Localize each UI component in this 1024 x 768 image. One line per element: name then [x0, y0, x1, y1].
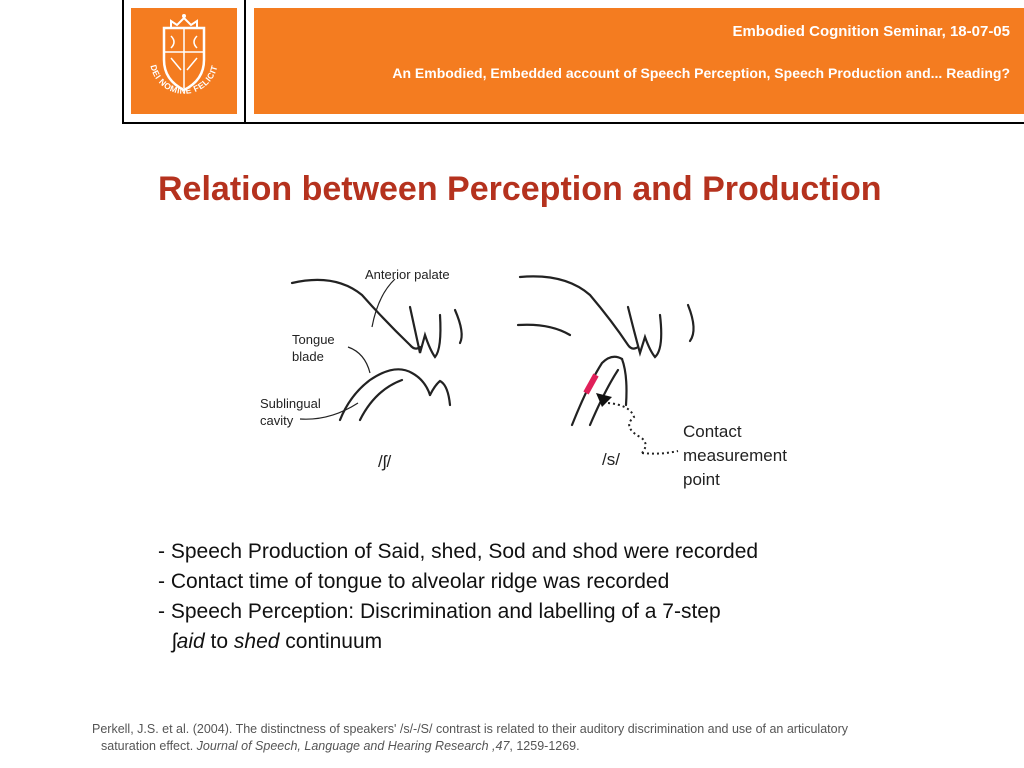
- s-tongue-line: [570, 355, 624, 427]
- reference-journal: Journal of Speech, Language and Hearing …: [196, 739, 510, 753]
- label-blade: blade: [292, 349, 324, 364]
- s-upper-teeth: [626, 305, 663, 359]
- articulation-figure: Anterior palate Tongue blade Sublingual …: [250, 255, 820, 505]
- header-frame-left-line: [122, 0, 124, 124]
- header-frame-divider-line: [244, 0, 246, 124]
- sublingual-leader: [299, 402, 359, 420]
- tongue-blade-leader: [347, 346, 371, 374]
- slide-title: Relation between Perception and Producti…: [158, 170, 882, 208]
- sh-lower-teeth: [428, 379, 452, 407]
- s-upper-lip: [686, 303, 695, 343]
- tongue-position-diagram: Anterior palate Tongue blade Sublingual …: [260, 267, 787, 489]
- contact-marker: [583, 373, 599, 395]
- university-logo: IN DEI NOMINE FELICITER: [131, 8, 237, 114]
- label-tongue: Tongue: [292, 332, 335, 347]
- continuum-start-word: aid: [176, 630, 205, 653]
- continuum-end-word: shed: [233, 630, 280, 653]
- esh-symbol: ʃ: [172, 630, 177, 653]
- label-cavity: cavity: [260, 413, 294, 428]
- bullet-item-perception: - Speech Perception: Discrimination and …: [158, 600, 721, 623]
- header-frame-bottom-line: [122, 122, 1024, 124]
- sh-upper-lip: [453, 308, 463, 345]
- label-measurement: measurement: [683, 446, 787, 465]
- continuum-to: to: [204, 630, 234, 653]
- reference-citation: Perkell, J.S. et al. (2004). The distinc…: [92, 721, 848, 755]
- contact-arrowhead-icon: [596, 393, 612, 407]
- sh-tongue-line: [338, 368, 432, 422]
- reference-line-2-start: saturation effect.: [101, 739, 197, 753]
- label-point: point: [683, 470, 720, 489]
- bullet-item-production: - Speech Production of Said, shed, Sod a…: [158, 540, 759, 563]
- contact-dotted-path: [607, 402, 647, 454]
- reference-line-2: saturation effect. Journal of Speech, La…: [92, 738, 848, 755]
- bullet-list: - Speech Production of Said, shed, Sod a…: [158, 537, 758, 657]
- sh-palate-line: [290, 278, 422, 350]
- header-event-info: Embodied Cognition Seminar, 18-07-05: [732, 23, 1010, 40]
- bullet-item-contact-time: - Contact time of tongue to alveolar rid…: [158, 570, 670, 593]
- continuum-label: continuum: [279, 630, 383, 653]
- header-band: Embodied Cognition Seminar, 18-07-05 An …: [254, 8, 1024, 114]
- bullet-continuation: ʃaid to shed continuum: [158, 627, 758, 657]
- anterior-palate-leader: [371, 278, 396, 328]
- sh-tongue-underside: [358, 378, 404, 422]
- s-palate-line: [518, 275, 640, 350]
- reference-line-1: Perkell, J.S. et al. (2004). The distinc…: [92, 722, 848, 736]
- contact-dotted-tail: [641, 450, 679, 455]
- sh-diagram: [290, 278, 463, 422]
- label-contact: Contact: [683, 422, 742, 441]
- label-sh-symbol: /ʃ/: [378, 452, 392, 471]
- s-palate-inner: [516, 323, 572, 337]
- sh-upper-teeth: [408, 305, 442, 359]
- label-s-symbol: /s/: [602, 450, 620, 469]
- label-sublingual: Sublingual: [260, 396, 321, 411]
- university-seal-icon: IN DEI NOMINE FELICITER: [131, 8, 219, 96]
- s-tongue-underside: [588, 368, 620, 427]
- header-talk-title: An Embodied, Embedded account of Speech …: [392, 65, 1010, 81]
- s-lower-teeth: [620, 357, 628, 407]
- s-diagram: [516, 275, 695, 427]
- label-anterior-palate: Anterior palate: [365, 267, 450, 282]
- reference-pages: , 1259-1269.: [509, 739, 580, 753]
